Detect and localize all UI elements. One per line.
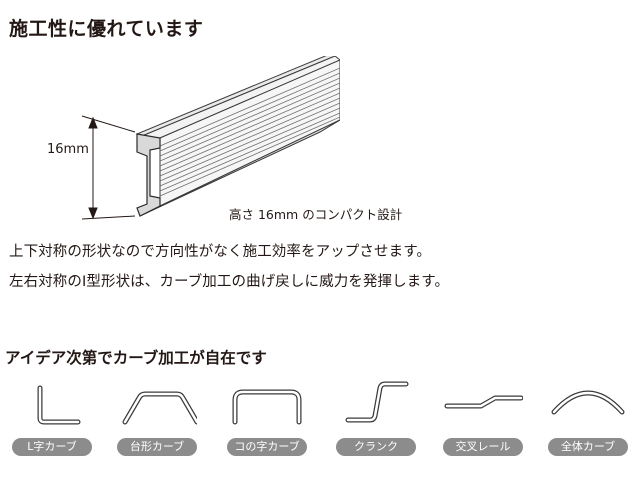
l-curve-icon <box>37 385 81 425</box>
curve-item-l-shape: L字カーブ <box>12 380 92 460</box>
rail-side-face <box>159 59 340 207</box>
curve-item-trapezoid: 台形カーブ <box>117 380 197 460</box>
crossing-rail-icon <box>444 395 523 409</box>
rail-caption: 高さ 16mm のコンパクト設計 <box>229 207 403 222</box>
curve-item-crossing: 交叉レール <box>443 380 523 460</box>
description-line-2: 左右対称のI型形状は、カーブ加工の曲げ戻しに威力を発揮します。 <box>9 274 450 290</box>
page-title: 施工性に優れています <box>9 18 204 40</box>
ideas-section-title: アイデア次第でカーブ加工が自在です <box>5 349 267 367</box>
curve-label: L字カーブ <box>12 438 92 456</box>
u-curve-icon <box>232 389 302 425</box>
description-line-1: 上下対称の形状なので方向性がなく施工効率をアップさせます。 <box>9 244 431 260</box>
full-arc-curve-icon <box>551 390 625 415</box>
crank-curve-icon <box>345 381 409 423</box>
curve-label: 交叉レール <box>443 438 523 456</box>
rail-profile-illustration <box>81 56 340 220</box>
curve-label: 全体カーブ <box>548 438 628 456</box>
curve-item-crank: クランク <box>336 380 416 460</box>
dimension-arrow <box>81 115 136 220</box>
curve-item-full-arc: 全体カーブ <box>548 380 628 460</box>
curve-label: クランク <box>336 438 416 456</box>
rail-grooves <box>159 67 340 197</box>
rail-end-profile <box>136 133 161 217</box>
curve-label: コの字カーブ <box>227 438 307 456</box>
dimension-label: 16mm <box>47 142 89 157</box>
trapezoid-curve-icon <box>122 391 197 425</box>
curve-label: 台形カーブ <box>117 438 197 456</box>
curve-item-u-shape: コの字カーブ <box>227 380 307 460</box>
